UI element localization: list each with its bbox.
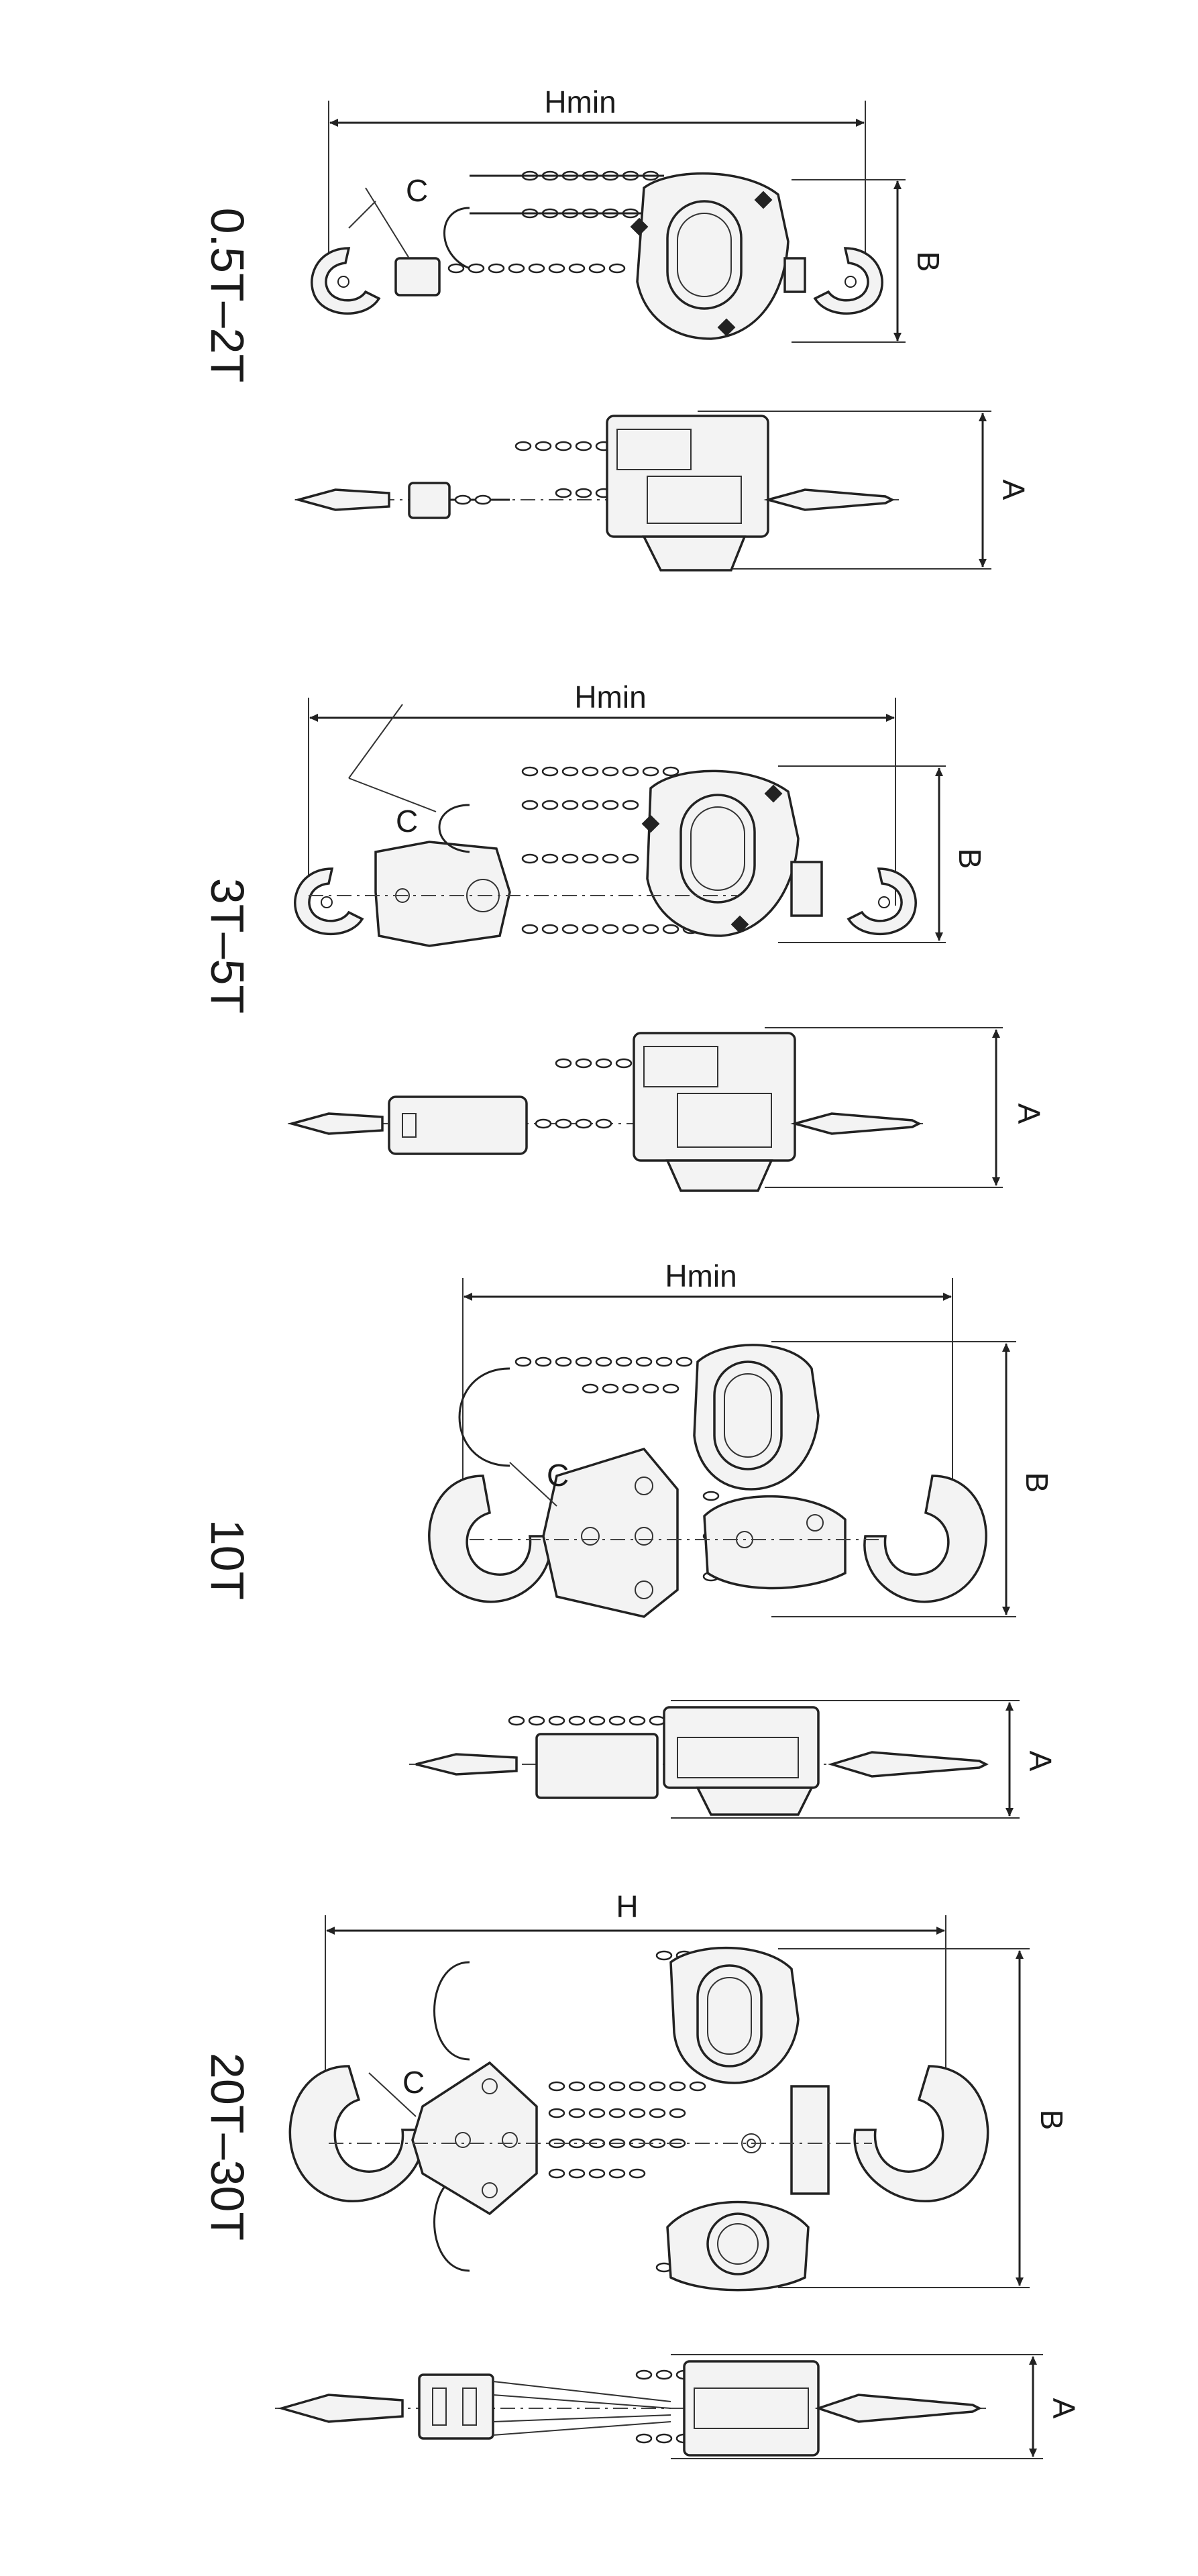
chain-upper [447, 170, 659, 274]
dim-hmin: Hmin [462, 1258, 953, 1543]
top-view: A [287, 1027, 1046, 1192]
hmin-label: Hmin [574, 680, 646, 714]
c-label: C [406, 173, 428, 208]
a-label: A [1012, 1104, 1046, 1124]
dim-h: H [325, 1889, 946, 2147]
dim-hmin: Hmin [308, 680, 896, 906]
capacity-label: 3T–5T [201, 878, 254, 1014]
capacity-label: 20T–30T [201, 2053, 254, 2241]
dim-b: B [778, 765, 987, 943]
a-label: A [1023, 1751, 1058, 1772]
capacity-label: 10T [201, 1519, 254, 1601]
section-3t-5t: 3T–5T Hmin B [201, 680, 1046, 1192]
dim-b: B [792, 179, 946, 343]
chain-top [514, 441, 612, 498]
a-label: A [1046, 2398, 1081, 2419]
chain-top [508, 1715, 686, 1726]
c-label: C [547, 1458, 569, 1493]
side-view: C [294, 704, 917, 947]
side-view: C [428, 1344, 987, 1618]
section-0-5t-2t: 0.5T–2T Hmin B [201, 85, 1031, 572]
side-view: C [311, 170, 883, 340]
capacity-label: 0.5T–2T [201, 208, 254, 383]
top-view: A [294, 411, 1031, 572]
top-view: A [275, 2354, 1081, 2459]
hmin-label: Hmin [665, 1258, 737, 1293]
dim-b: B [778, 1948, 1069, 2288]
dim-b: B [771, 1341, 1054, 1617]
hmin-label: Hmin [544, 85, 616, 119]
b-label: B [1020, 1472, 1054, 1493]
h-label: H [616, 1889, 638, 1924]
side-view: C [288, 1946, 989, 2292]
b-label: B [911, 252, 946, 272]
b-label: B [1034, 2110, 1069, 2131]
dim-hmin: Hmin [328, 85, 866, 268]
top-view: A [409, 1700, 1058, 1819]
c-label: C [402, 2065, 425, 2100]
c-label: C [396, 804, 418, 839]
section-10t: 10T Hmin B [201, 1258, 1058, 1819]
section-20t-30t: 20T–30T H B [201, 1889, 1081, 2459]
a-label: A [996, 480, 1031, 500]
b-label: B [952, 849, 987, 869]
